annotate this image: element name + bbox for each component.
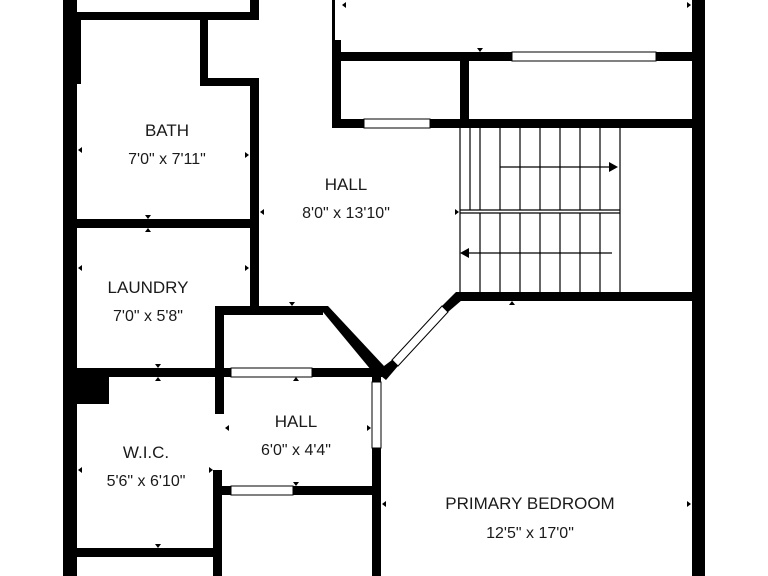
room-dims-laundry: 7'0" x 5'8" — [113, 308, 183, 325]
wall-upper-right-top — [332, 52, 512, 61]
window-lower-hall-bottom — [230, 485, 294, 496]
wall-lower-hall-top — [215, 306, 323, 315]
room-dims-hall-upper: 8'0" x 13'10" — [302, 205, 390, 222]
room-name-bath: BATH — [145, 121, 189, 140]
wall-bath-right-upper — [250, 78, 259, 154]
wall-wic-bottom — [63, 548, 221, 557]
wall-bath-closet-bottom — [200, 78, 259, 86]
wall-lower-hall-bottom-left — [215, 486, 231, 495]
room-name-wic: W.I.C. — [123, 443, 169, 462]
dimension-ticks — [78, 2, 691, 548]
wall-bath-right-lower — [250, 154, 259, 228]
wall-lower-hall-bottom-right — [293, 486, 381, 495]
room-name-laundry: LAUNDRY — [108, 278, 189, 297]
wall-laundry-right — [250, 228, 259, 306]
windows — [230, 51, 657, 496]
wall-wic-block — [63, 370, 109, 404]
staircase — [459, 128, 621, 292]
wall-lower-hall-right-lower — [372, 448, 381, 576]
room-name-hall-lower: HALL — [275, 412, 318, 431]
wall-upper-right-bottom-a — [332, 119, 364, 128]
wall-laundry-wic — [63, 368, 218, 377]
room-dims-hall-lower: 6'0" x 4'4" — [261, 442, 331, 459]
wall-top-left-stub — [250, 0, 259, 20]
wall-upper-right-thin — [332, 0, 335, 40]
wall-left-thick-block — [63, 20, 81, 84]
wall-lower-hall-left-upper — [215, 306, 224, 414]
wall-left-exterior — [63, 0, 77, 576]
wall-bath-laundry — [63, 219, 259, 228]
wall-lower-hall-mid — [215, 368, 235, 377]
room-name-hall-upper: HALL — [325, 175, 368, 194]
wall-right-exterior — [692, 0, 705, 576]
window-lower-hall-right — [371, 381, 382, 449]
wall-top-left — [63, 12, 259, 20]
room-labels: BATH 7'0" x 7'11" HALL 8'0" x 13'10" LAU… — [107, 121, 615, 542]
wall-upper-right-top-b — [656, 52, 700, 61]
room-dims-bath: 7'0" x 7'11" — [128, 151, 206, 168]
room-dims-primary-bedroom: 12'5" x 17'0" — [486, 525, 574, 542]
interior-walls — [63, 0, 700, 576]
exterior-walls — [63, 0, 705, 576]
window-upper-right — [511, 51, 657, 62]
window-hall-top — [363, 118, 431, 129]
wall-bedroom-top — [456, 292, 700, 301]
window-hall-diagonal — [391, 305, 449, 367]
wall-lower-hall-mid-right — [312, 368, 382, 377]
wall-upper-right-bottom-b — [430, 119, 700, 128]
room-dims-wic: 5'6" x 6'10" — [107, 473, 186, 490]
wall-lower-hall-left-lower — [213, 470, 222, 576]
window-lower-hall-top — [230, 367, 313, 378]
wall-bedroom-corner — [376, 360, 398, 380]
wall-lower-hall-right-upper — [372, 368, 381, 382]
wall-bath-closet-left — [200, 12, 208, 86]
wall-lower-hall-diagonal — [318, 306, 384, 376]
wall-upper-right-left — [332, 40, 341, 128]
room-name-primary-bedroom: PRIMARY BEDROOM — [445, 494, 614, 513]
wall-upper-right-mid — [460, 52, 469, 128]
